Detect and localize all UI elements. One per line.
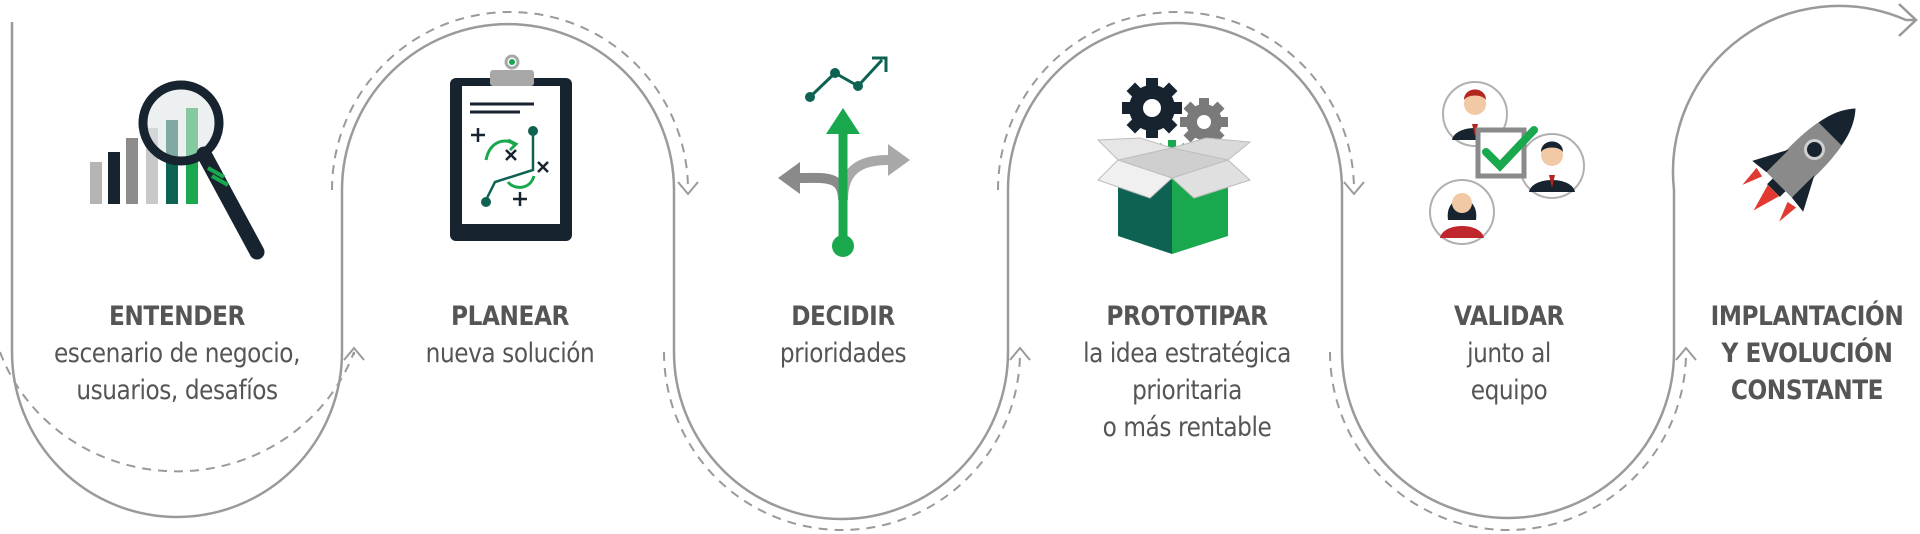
step-prototipar: PROTOTIPAR la idea estratégica prioritar…	[1032, 298, 1342, 446]
step-description: escenario de negocio, usuarios, desafíos	[53, 338, 301, 406]
step-planear: PLANEAR nueva solución	[355, 298, 665, 372]
step-decidir: DECIDIR prioridades	[688, 298, 998, 372]
decision-arrows-icon	[778, 56, 910, 257]
step-title: VALIDAR	[1454, 301, 1564, 332]
step-title: PLANEAR	[451, 301, 569, 332]
step-entender: ENTENDER escenario de negocio, usuarios,…	[22, 298, 332, 409]
rocket-icon	[1742, 108, 1856, 222]
step-title: IMPLANTACIÓN	[1710, 301, 1904, 332]
step-title: PROTOTIPAR	[1106, 301, 1268, 332]
gears-box-icon	[1096, 78, 1252, 254]
step-title: CONSTANTE	[1730, 375, 1884, 406]
magnifier-bar-chart-icon	[90, 80, 265, 260]
person-avatar-icon	[1519, 133, 1585, 199]
step-description: junto al equipo	[1467, 338, 1551, 406]
dashed-arrowheads	[343, 181, 1697, 361]
end-arrow-head	[1898, 3, 1918, 37]
step-description: prioridades	[779, 338, 907, 369]
team-check-icon	[1429, 81, 1585, 245]
step-title: ENTENDER	[108, 301, 246, 332]
step-title: DECIDIR	[791, 301, 895, 332]
person-avatar-icon	[1429, 179, 1495, 245]
dashed-guides	[0, 11, 1687, 531]
process-path	[10, 4, 1915, 521]
check-icon	[1482, 126, 1538, 172]
step-implantacion: IMPLANTACIÓN Y EVOLUCIÓN CONSTANTE	[1652, 298, 1920, 409]
step-title: Y EVOLUCIÓN	[1721, 338, 1893, 369]
clipboard-strategy-icon	[450, 54, 572, 241]
step-description: la idea estratégica prioritaria o más re…	[1083, 338, 1291, 443]
step-description: nueva solución	[425, 338, 595, 369]
step-validar: VALIDAR junto al equipo	[1354, 298, 1664, 409]
